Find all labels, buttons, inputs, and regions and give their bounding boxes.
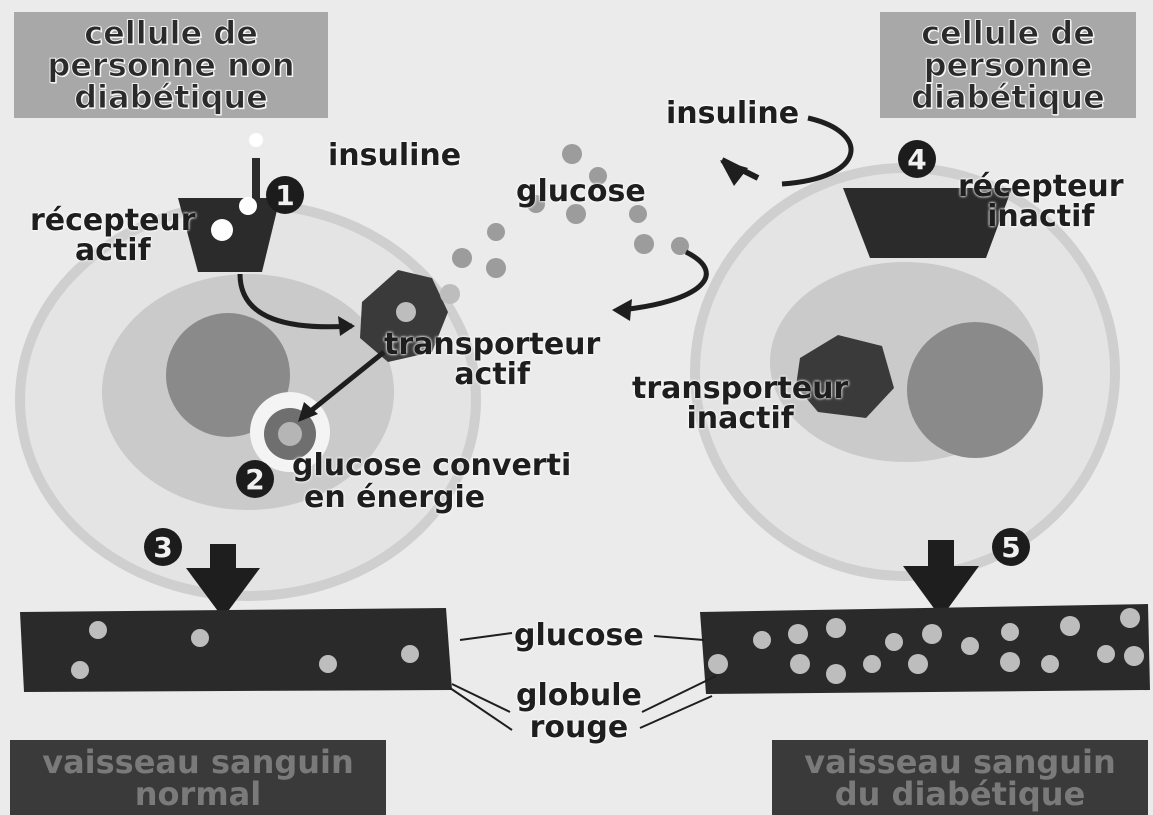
- glucose-vessel-label: glucose: [514, 618, 644, 653]
- diabetic-cell-nucleus: [907, 322, 1043, 458]
- step-4-badge: 4: [898, 140, 936, 178]
- glucose-converted-label: glucose converti en énergie: [292, 450, 571, 513]
- glucose-molecule: [396, 302, 416, 322]
- insulin-molecule: [211, 219, 233, 241]
- active-receptor-label-line: récepteur: [30, 206, 196, 236]
- red-cell-label: globule rouge: [516, 680, 642, 743]
- glucose-label-top: glucose: [516, 174, 646, 209]
- normal-cell-title-line: personne non: [47, 49, 294, 81]
- insulin-label-right: insuline: [666, 96, 799, 131]
- normal-cell-title-line: cellule de: [47, 17, 294, 49]
- active-transporter-label: transporteur actif: [384, 330, 600, 390]
- red-cell-label-line: globule: [516, 680, 642, 712]
- normal-vessel-title-line: normal: [42, 778, 354, 810]
- step-3-badge: 3: [144, 528, 182, 566]
- diabetic-cell-title-line: cellule de: [911, 17, 1105, 49]
- glucose-converted-label-line: glucose converti: [292, 450, 571, 482]
- diabetic-vessel-title-line: vaisseau sanguin: [804, 746, 1116, 778]
- glucose-rejected-arrow: [620, 252, 706, 310]
- inactive-receptor-label: récepteur inactif: [958, 172, 1124, 232]
- normal-cell-title: cellule de personne non diabétique: [14, 12, 328, 118]
- diabetic-vessel-title-line: du diabétique: [804, 778, 1116, 810]
- free-glucose-group: [452, 144, 689, 278]
- active-receptor-label-line: actif: [30, 236, 196, 266]
- insulin-label-left: insuline: [328, 138, 461, 173]
- step-5-badge: 5: [992, 528, 1030, 566]
- step-2-badge: 2: [236, 460, 274, 498]
- insulin-molecule: [239, 197, 257, 215]
- normal-cell-title-line: diabétique: [47, 81, 294, 113]
- step-1-badge: 1: [266, 176, 304, 214]
- inactive-transporter-label-line: transporteur: [632, 374, 848, 404]
- normal-blood-vessel: [20, 608, 452, 692]
- glucose-molecule: [440, 284, 460, 304]
- active-transporter-label-line: transporteur: [384, 330, 600, 360]
- inactive-receptor-label-line: inactif: [958, 202, 1124, 232]
- normal-vessel-title-line: vaisseau sanguin: [42, 746, 354, 778]
- diabetic-cell-title-line: diabétique: [911, 81, 1105, 113]
- glucose-converted-label-line: en énergie: [292, 482, 571, 514]
- normal-vessel-title: vaisseau sanguin normal: [10, 740, 386, 815]
- diabetic-blood-vessel: [700, 604, 1150, 694]
- active-transporter-label-line: actif: [384, 360, 600, 390]
- diabetic-vessel-title: vaisseau sanguin du diabétique: [772, 740, 1148, 815]
- inactive-receptor-label-line: récepteur: [958, 172, 1124, 202]
- insulin-molecule: [249, 133, 263, 147]
- red-cell-label-line: rouge: [516, 712, 642, 744]
- active-receptor-label: récepteur actif: [30, 206, 196, 266]
- diabetic-cell-title: cellule de personne diabétique: [880, 12, 1136, 118]
- inactive-transporter-label: transporteur inactif: [632, 374, 848, 434]
- diabetic-cell-title-line: personne: [911, 49, 1105, 81]
- inactive-transporter-label-line: inactif: [632, 404, 848, 434]
